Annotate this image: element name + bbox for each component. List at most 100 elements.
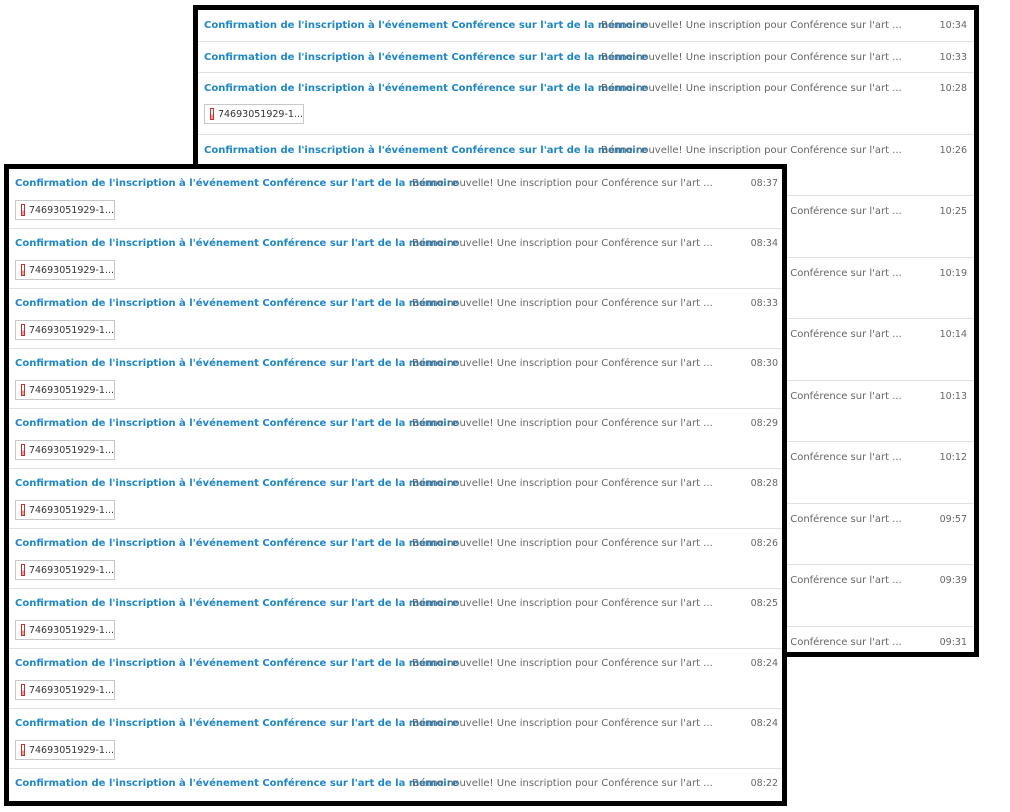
attachment-chip[interactable]: 74693051929-1...	[15, 740, 115, 760]
message-time: 08:28	[750, 478, 778, 489]
pdf-file-icon	[210, 108, 214, 120]
message-time: 10:34	[939, 20, 967, 31]
attachment-chip[interactable]: 74693051929-1...	[15, 200, 115, 220]
attachment-chip[interactable]: 74693051929-1...	[204, 104, 304, 124]
message-subject[interactable]: Confirmation de l'inscription à l'événem…	[15, 238, 459, 249]
message-time: 10:33	[939, 51, 967, 63]
message-subject[interactable]: Confirmation de l'inscription à l'événem…	[204, 83, 648, 94]
message-subject[interactable]: Confirmation de l'inscription à l'événem…	[15, 718, 459, 729]
message-preview: Bonne nouvelle! Une inscription pour Con…	[412, 718, 713, 729]
message-row[interactable]: Confirmation de l'inscription à l'événem…	[9, 769, 782, 801]
attachment-chip[interactable]: 74693051929-1...	[15, 620, 115, 640]
message-row[interactable]: Confirmation de l'inscription à l'événem…	[9, 469, 782, 529]
pdf-file-icon	[21, 564, 25, 576]
message-row[interactable]: Confirmation de l'inscription à l'événem…	[9, 529, 782, 589]
message-row[interactable]: Confirmation de l'inscription à l'événem…	[198, 73, 974, 135]
message-subject[interactable]: Confirmation de l'inscription à l'événem…	[15, 658, 459, 669]
message-time: 09:57	[939, 513, 967, 525]
attachment-chip[interactable]: 74693051929-1...	[15, 380, 115, 400]
message-row[interactable]: Confirmation de l'inscription à l'événem…	[198, 42, 974, 73]
message-time: 08:29	[750, 418, 778, 429]
message-time: 08:26	[750, 538, 778, 549]
message-subject[interactable]: Confirmation de l'inscription à l'événem…	[15, 778, 459, 789]
message-preview: Bonne nouvelle! Une inscription pour Con…	[412, 358, 713, 369]
message-time: 09:31	[939, 636, 967, 648]
attachment-chip[interactable]: 74693051929-1...	[15, 260, 115, 280]
pdf-file-icon	[21, 324, 25, 336]
message-time: 10:13	[939, 390, 967, 402]
attachment-chip[interactable]: 74693051929-1...	[15, 320, 115, 340]
attachment-chip[interactable]: 74693051929-1...	[15, 500, 115, 520]
pdf-file-icon	[21, 624, 25, 636]
message-time: 10:19	[939, 267, 967, 279]
message-preview: Bonne nouvelle! Une inscription pour Con…	[601, 20, 902, 31]
message-preview: Bonne nouvelle! Une inscription pour Con…	[412, 178, 713, 189]
attachment-name: 74693051929-1...	[28, 624, 114, 636]
message-row[interactable]: Confirmation de l'inscription à l'événem…	[9, 589, 782, 649]
attachment-name: 74693051929-1...	[217, 108, 303, 120]
message-subject[interactable]: Confirmation de l'inscription à l'événem…	[15, 478, 459, 489]
message-row[interactable]: Confirmation de l'inscription à l'événem…	[9, 349, 782, 409]
attachment-name: 74693051929-1...	[28, 684, 114, 696]
message-subject[interactable]: Confirmation de l'inscription à l'événem…	[15, 358, 459, 369]
message-row[interactable]: Confirmation de l'inscription à l'événem…	[9, 649, 782, 709]
attachment-name: 74693051929-1...	[28, 444, 114, 456]
message-time: 08:25	[750, 598, 778, 609]
message-subject[interactable]: Confirmation de l'inscription à l'événem…	[15, 538, 459, 549]
message-time: 10:28	[939, 83, 967, 94]
attachment-name: 74693051929-1...	[28, 564, 114, 576]
attachment-name: 74693051929-1...	[28, 744, 114, 756]
message-subject[interactable]: Confirmation de l'inscription à l'événem…	[15, 598, 459, 609]
message-preview: Bonne nouvelle! Une inscription pour Con…	[412, 478, 713, 489]
message-preview: Bonne nouvelle! Une inscription pour Con…	[601, 83, 902, 94]
message-subject[interactable]: Confirmation de l'inscription à l'événem…	[204, 20, 648, 31]
message-subject[interactable]: Confirmation de l'inscription à l'événem…	[204, 144, 648, 156]
message-time: 08:24	[750, 658, 778, 669]
message-time: 08:34	[750, 238, 778, 249]
message-preview: Bonne nouvelle! Une inscription pour Con…	[412, 418, 713, 429]
message-preview: Bonne nouvelle! Une inscription pour Con…	[412, 778, 713, 789]
attachment-name: 74693051929-1...	[28, 204, 114, 216]
attachment-chip[interactable]: 74693051929-1...	[15, 680, 115, 700]
pdf-file-icon	[21, 384, 25, 396]
message-preview: Bonne nouvelle! Une inscription pour Con…	[601, 144, 902, 156]
pdf-file-icon	[21, 504, 25, 516]
message-row[interactable]: Confirmation de l'inscription à l'événem…	[198, 10, 974, 42]
message-time: 10:26	[939, 144, 967, 156]
message-preview: Bonne nouvelle! Une inscription pour Con…	[412, 598, 713, 609]
attachment-name: 74693051929-1...	[28, 264, 114, 276]
message-time: 08:30	[750, 358, 778, 369]
message-preview: Bonne nouvelle! Une inscription pour Con…	[412, 238, 713, 249]
message-preview: Bonne nouvelle! Une inscription pour Con…	[412, 298, 713, 309]
message-time: 08:33	[750, 298, 778, 309]
message-time: 08:22	[750, 778, 778, 789]
attachment-chip[interactable]: 74693051929-1...	[15, 560, 115, 580]
message-row[interactable]: Confirmation de l'inscription à l'événem…	[9, 409, 782, 469]
pdf-file-icon	[21, 264, 25, 276]
pdf-file-icon	[21, 684, 25, 696]
message-time: 10:14	[939, 329, 967, 340]
message-row[interactable]: Confirmation de l'inscription à l'événem…	[9, 709, 782, 769]
message-subject[interactable]: Confirmation de l'inscription à l'événem…	[15, 178, 459, 189]
message-time: 10:25	[939, 206, 967, 217]
message-preview: Bonne nouvelle! Une inscription pour Con…	[412, 658, 713, 669]
message-subject[interactable]: Confirmation de l'inscription à l'événem…	[15, 298, 459, 309]
message-row[interactable]: Confirmation de l'inscription à l'événem…	[9, 229, 782, 289]
message-subject[interactable]: Confirmation de l'inscription à l'événem…	[15, 418, 459, 429]
message-time: 08:37	[750, 178, 778, 189]
attachment-name: 74693051929-1...	[28, 504, 114, 516]
pdf-file-icon	[21, 444, 25, 456]
message-list-front: Confirmation de l'inscription à l'événem…	[4, 164, 787, 806]
message-preview: Bonne nouvelle! Une inscription pour Con…	[601, 51, 902, 63]
message-row[interactable]: Confirmation de l'inscription à l'événem…	[9, 289, 782, 349]
message-row[interactable]: Confirmation de l'inscription à l'événem…	[9, 169, 782, 229]
attachment-chip[interactable]: 74693051929-1...	[15, 440, 115, 460]
attachment-name: 74693051929-1...	[28, 324, 114, 336]
pdf-file-icon	[21, 744, 25, 756]
pdf-file-icon	[21, 204, 25, 216]
message-subject[interactable]: Confirmation de l'inscription à l'événem…	[204, 51, 648, 63]
message-time: 08:24	[750, 718, 778, 729]
attachment-name: 74693051929-1...	[28, 384, 114, 396]
message-time: 10:12	[939, 452, 967, 463]
message-time: 09:39	[939, 575, 967, 586]
